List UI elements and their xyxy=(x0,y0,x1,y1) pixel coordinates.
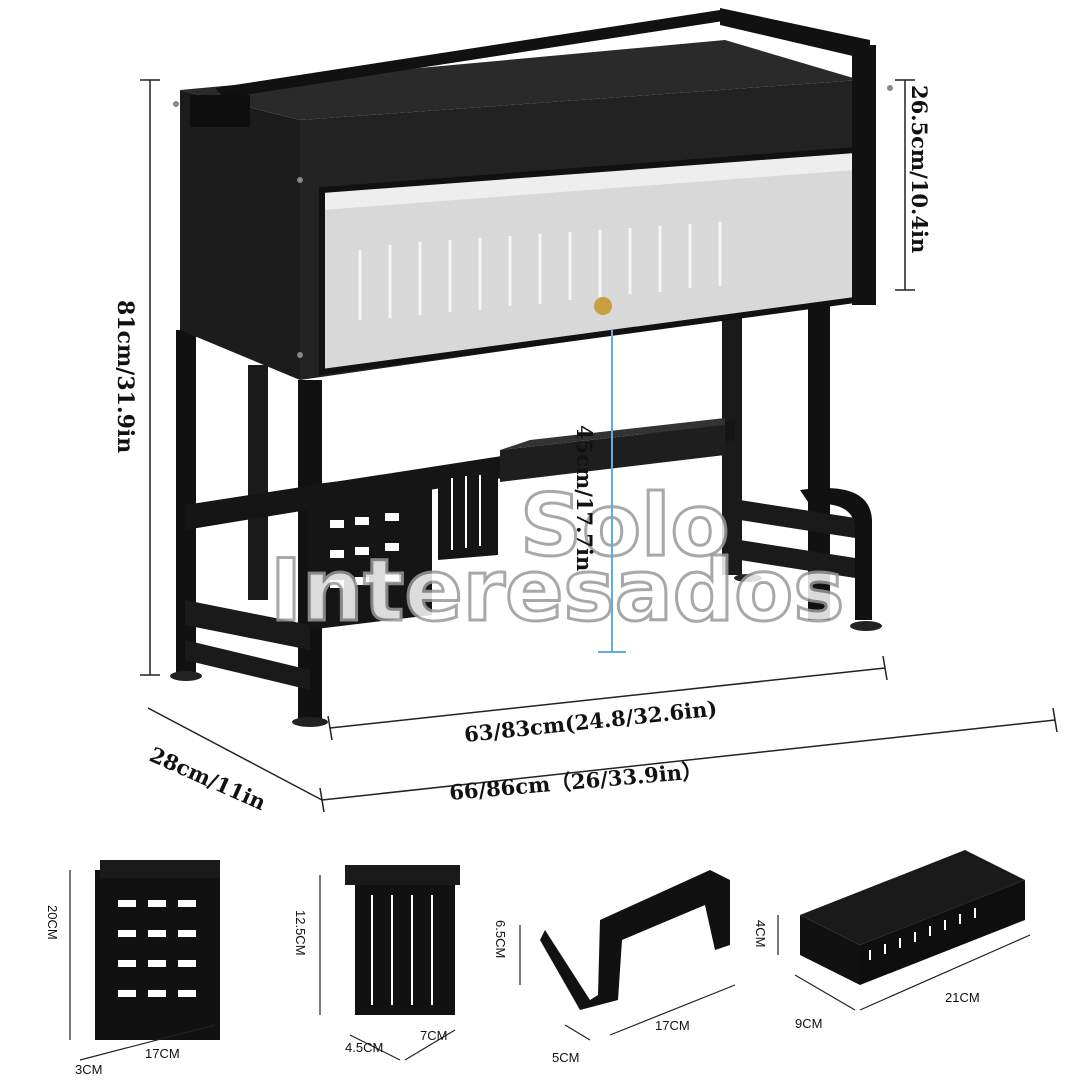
watermark-line1: Solo xyxy=(520,476,730,576)
accessory-tray-basket: 4CM 21CM 9CM xyxy=(753,850,1031,1031)
knife-holder-height: 20CM xyxy=(45,905,60,940)
towel-bar-depth: 5CM xyxy=(552,1050,579,1065)
width-inner-label: 63/83cm(24.8/32.6in) xyxy=(463,696,718,747)
tray-basket-width: 21CM xyxy=(945,990,980,1005)
utensil-holder-width: 7CM xyxy=(420,1028,447,1043)
tray-basket-height: 4CM xyxy=(753,920,768,947)
utensil-holder-depth: 4.5CM xyxy=(345,1040,383,1055)
towel-bar-width: 17CM xyxy=(655,1018,690,1033)
depth-label: 28cm/11in xyxy=(146,742,270,815)
height-total-label: 81cm/31.9in xyxy=(112,300,138,453)
towel-bar-height: 6.5CM xyxy=(493,920,508,958)
dimension-lines xyxy=(140,79,1058,813)
watermark: Solo Interesados xyxy=(269,475,846,643)
utensil-holder-height: 12.5CM xyxy=(293,910,308,956)
door-knob xyxy=(594,297,612,315)
accessory-knife-holder: 20CM 17CM 3CM xyxy=(45,860,220,1077)
width-outer-label: 66/86cm（26/33.9in） xyxy=(448,758,704,805)
accessory-towel-bar: 6.5CM 17CM 5CM xyxy=(493,870,736,1065)
watermark-line2: Interesados xyxy=(270,541,844,641)
accessory-utensil-holder: 12.5CM 7CM 4.5CM xyxy=(293,865,460,1061)
knife-holder-depth: 3CM xyxy=(75,1062,102,1077)
clearance-height-label: 45cm/17.7in xyxy=(572,425,597,571)
cabinet-height-label: 26.5cm/10.4in xyxy=(907,85,932,253)
tray-basket-depth: 9CM xyxy=(795,1016,822,1031)
knife-holder-width: 17CM xyxy=(145,1046,180,1061)
